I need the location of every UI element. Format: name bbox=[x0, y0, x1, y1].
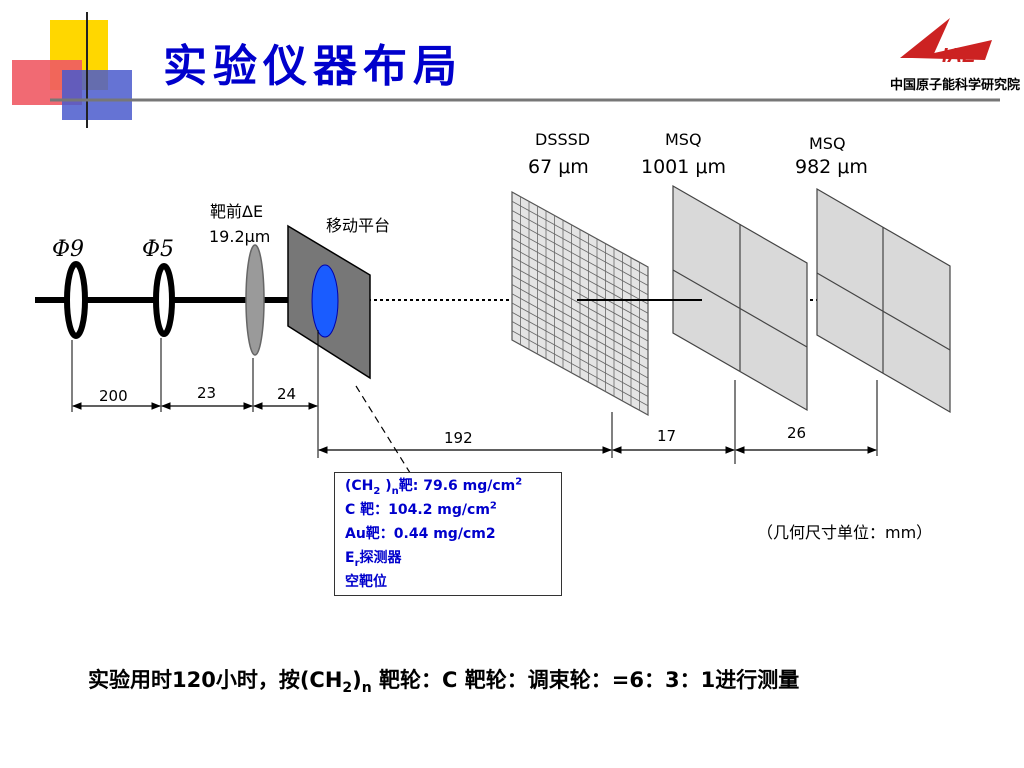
slide-title: 实验仪器布局 bbox=[163, 41, 463, 92]
target-info-au: Au靶：0.44 mg/cm2 bbox=[345, 526, 496, 542]
aperture-phi9-label: Φ9 bbox=[52, 237, 85, 262]
dsssd-detector bbox=[511, 190, 649, 417]
aperture-phi5 bbox=[153, 263, 175, 337]
moving-stage-label: 移动平台 bbox=[326, 216, 391, 235]
target-info-empty: 空靶位 bbox=[345, 574, 387, 590]
msq1-name: MSQ bbox=[665, 130, 702, 149]
dimension-arrows bbox=[72, 402, 877, 454]
dimension-extension-lines bbox=[71, 330, 878, 464]
logo-mark-icon: IAE bbox=[900, 18, 992, 67]
target-info-er: Er探测器 bbox=[345, 550, 402, 569]
delta-e-thickness: 19.2μm bbox=[209, 227, 271, 246]
delta-e-label: 靶前ΔE bbox=[210, 202, 264, 221]
unit-note: （几何尺寸单位：mm） bbox=[757, 523, 933, 542]
dimension-label: 200 bbox=[99, 387, 128, 405]
target-info-ch2: (CH2 )n靶: 79.6 mg/cm2 bbox=[345, 476, 523, 497]
dsssd-thickness: 67 μm bbox=[528, 156, 589, 178]
dimension-label: 24 bbox=[277, 385, 297, 403]
msq-detector-2 bbox=[816, 187, 951, 414]
logo-caption: 中国原子能科学研究院 bbox=[890, 78, 1021, 93]
target-info-box: (CH2 )n靶: 79.6 mg/cm2 C 靶：104.2 mg/cm2 A… bbox=[334, 472, 562, 596]
msq-detector-1 bbox=[672, 184, 808, 412]
target-info-c: C 靶：104.2 mg/cm2 bbox=[345, 500, 497, 518]
logo-mark-text: IAE bbox=[942, 45, 976, 67]
corner-decoration bbox=[12, 12, 1000, 128]
msq1-thickness: 1001 μm bbox=[641, 156, 726, 178]
dimension-label: 26 bbox=[787, 424, 807, 442]
msq2-thickness: 982 μm bbox=[795, 156, 868, 178]
msq2-name: MSQ bbox=[809, 134, 846, 153]
target-pointer bbox=[355, 385, 413, 477]
aperture-phi9 bbox=[64, 261, 88, 339]
dimension-label: 17 bbox=[657, 427, 677, 445]
delta-e-detector bbox=[245, 244, 265, 356]
target-spot bbox=[311, 264, 339, 338]
dimension-label: 23 bbox=[197, 384, 217, 402]
dsssd-name: DSSSD bbox=[535, 130, 591, 149]
dimension-label: 192 bbox=[444, 429, 473, 447]
measurement-note: 实验用时120小时，按(CH2)n 靶轮：C 靶轮：调束轮：=6：3：1进行测量 bbox=[88, 668, 800, 697]
aperture-phi5-label: Φ5 bbox=[142, 237, 175, 262]
